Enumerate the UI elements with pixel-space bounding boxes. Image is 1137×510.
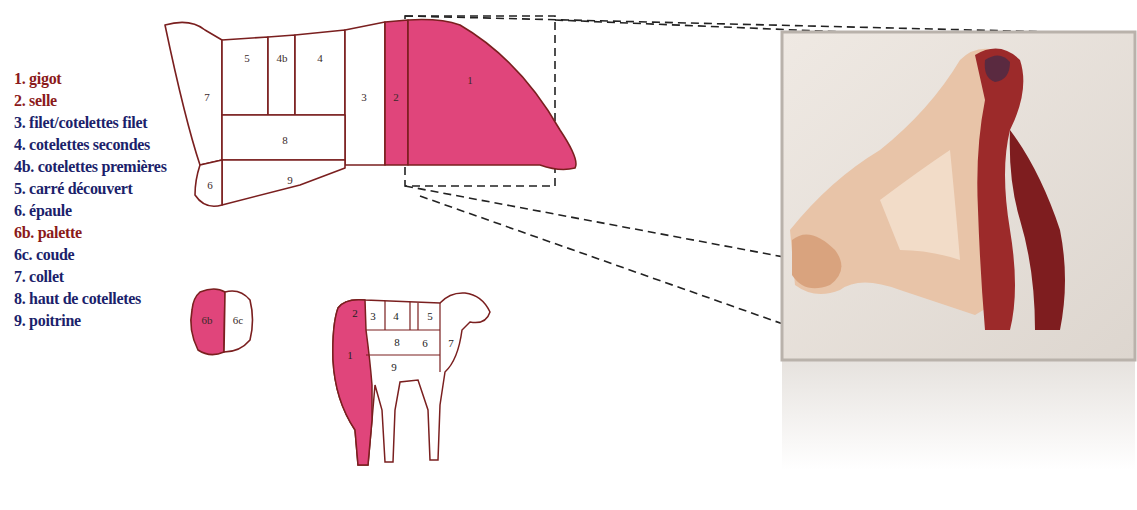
callout-number: 6 <box>422 337 428 349</box>
leg-region <box>333 300 372 465</box>
callout-number: 4 <box>393 310 399 322</box>
region-shape <box>268 35 295 115</box>
cut-number: 6c <box>233 314 243 326</box>
region-outline <box>222 37 268 115</box>
callout-number: 8 <box>394 336 400 348</box>
region-outline <box>222 160 345 205</box>
region-shape <box>191 289 225 355</box>
lamb-outline <box>333 293 490 465</box>
region-shape <box>345 22 385 165</box>
photo-reflection <box>782 360 1135 470</box>
region-shape <box>195 160 222 206</box>
cut-list-item: 1. gigot <box>14 70 61 88</box>
cut-number: 4b <box>277 52 288 64</box>
cut-region: 6b <box>190 288 226 358</box>
photo-fat <box>790 49 1004 315</box>
cut-number: 4 <box>317 52 323 64</box>
cut-list-item: 6c. coude <box>14 246 74 264</box>
region-shape <box>222 160 345 205</box>
callout-number: 2 <box>352 307 358 319</box>
cut-list-item: 2. selle <box>14 92 57 110</box>
cut-number: 2 <box>393 91 399 103</box>
cut-number: 5 <box>244 52 250 64</box>
region-outline <box>160 15 225 170</box>
cut-region: 4 <box>295 30 345 115</box>
cut-number: 6 <box>207 179 213 191</box>
callout-number: 3 <box>370 310 376 322</box>
cut-number: 1 <box>467 74 473 86</box>
region-shape <box>385 20 408 165</box>
lamb-silhouette <box>333 293 490 465</box>
region-shape <box>222 115 345 160</box>
callout-number: 1 <box>347 349 353 361</box>
cut-region: 1 <box>408 18 580 173</box>
cut-list-item: 4b. cotelettes premières <box>14 158 167 176</box>
callout-number: 7 <box>448 337 454 349</box>
cut-region: 3 <box>345 22 385 165</box>
callout-number: 9 <box>391 361 397 373</box>
cut-region: 8 <box>222 115 345 160</box>
cut-region: 4b <box>268 35 295 115</box>
cut-list-item: 5. carré découvert <box>14 180 133 198</box>
cut-list-item: 8. haut de cotelletes <box>14 290 141 308</box>
region-shape <box>224 291 253 352</box>
cut-number: 9 <box>287 174 293 186</box>
region-shape <box>408 20 576 170</box>
cut-region: 2 <box>385 20 408 165</box>
cut-list-item: 9. poitrine <box>14 312 81 330</box>
cut-list-item: 6. épaule <box>14 202 72 220</box>
cut-region: 7 <box>160 15 225 170</box>
photo-meat <box>1010 130 1065 330</box>
cut-list-item: 7. collet <box>14 268 64 286</box>
cut-number: 7 <box>204 91 210 103</box>
region-shape <box>295 30 345 115</box>
cut-region: 5 <box>222 37 268 115</box>
cut-list-item: 3. filet/cotelettes filet <box>14 114 147 132</box>
cut-number: 8 <box>282 134 288 146</box>
photo-bone <box>792 234 841 288</box>
cut-region: 6c <box>224 288 254 354</box>
region-shape <box>222 37 268 115</box>
cut-number: 3 <box>361 91 367 103</box>
leader-line <box>405 186 800 260</box>
cut-region: 6 <box>195 160 222 210</box>
callout-number: 5 <box>427 310 433 322</box>
photo-frame <box>782 32 1135 360</box>
region-outline <box>268 35 295 115</box>
photo-joint <box>985 55 1010 82</box>
cut-list-item: 4. cotelettes secondes <box>14 136 150 154</box>
meat-photo <box>782 32 1135 470</box>
region-shape <box>165 22 222 165</box>
cut-list-item: 6b. palette <box>14 224 82 242</box>
photo-membrane <box>880 150 960 260</box>
region-outline <box>295 30 345 115</box>
region-outline <box>408 18 580 173</box>
cut-region: 9 <box>222 160 345 205</box>
cut-lines <box>366 301 440 372</box>
cut-number: 6b <box>202 314 213 326</box>
